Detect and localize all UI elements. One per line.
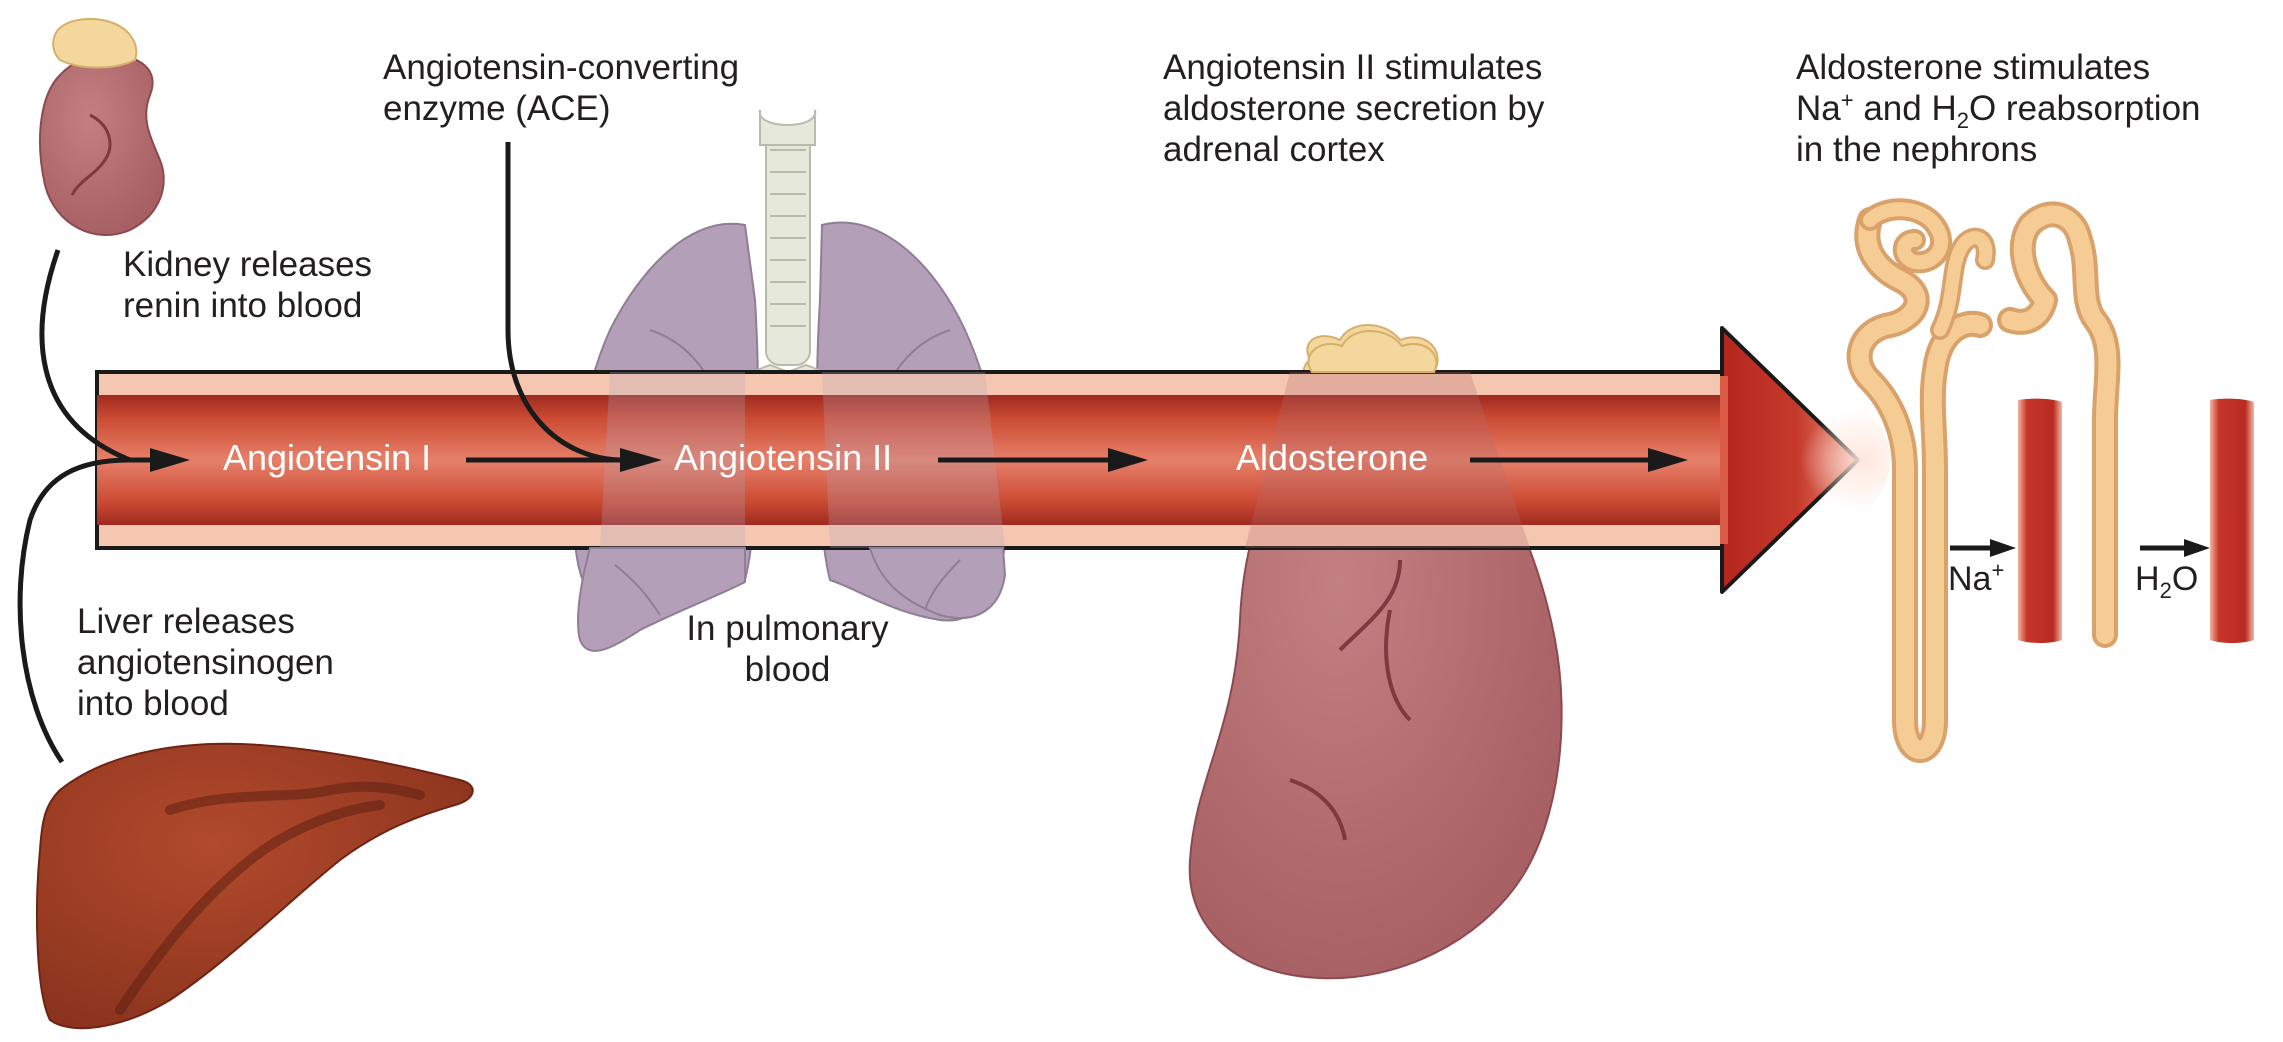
- label-line: Angiotensin-converting: [383, 48, 740, 87]
- na-ion-charge: +: [1991, 557, 2005, 583]
- h2o-arrowhead: [2184, 539, 2210, 557]
- small-kidney-icon: [39, 17, 165, 236]
- arrow-ang2-to-aldo-head: [1108, 448, 1148, 472]
- aldosterone-stimulates-label: Aldosterone stimulates Na+ and H2O reabs…: [1796, 47, 2201, 170]
- liver-releases-label: Liver releases angiotensinogen into bloo…: [77, 601, 334, 724]
- pulmonary-blood-label: In pulmonary blood: [650, 608, 925, 690]
- label-line: blood: [744, 650, 831, 689]
- na-symbol: Na: [1796, 89, 1841, 128]
- na-ion-symbol: Na: [1948, 560, 1992, 598]
- label-line: Aldosterone stimulates: [1796, 48, 2151, 87]
- ace-arrowhead: [620, 448, 662, 472]
- capillary-2-icon: [2210, 398, 2254, 643]
- h2o-h: H: [2135, 560, 2160, 598]
- angiotensin-ii-label: Angiotensin II: [674, 437, 893, 478]
- label-line: Angiotensin II stimulates: [1163, 48, 1543, 87]
- label-line: enzyme (ACE): [383, 89, 611, 128]
- label-line: Kidney releases: [123, 245, 373, 284]
- liver-icon: [36, 742, 474, 1030]
- adrenal-gland-icon: [1307, 330, 1438, 373]
- nephron-2-icon: [1997, 201, 2121, 648]
- aldosterone-label: Aldosterone: [1236, 437, 1429, 478]
- label-line: renin into blood: [123, 286, 363, 325]
- label-line: In pulmonary: [686, 609, 889, 648]
- label-line: Liver releases: [77, 602, 295, 641]
- nephron-1-icon: [1846, 198, 1996, 763]
- angiotensin-ii-stimulates-label: Angiotensin II stimulates aldosterone se…: [1163, 47, 1544, 170]
- capillary-1-icon: [2018, 398, 2062, 643]
- kidney-releases-label: Kidney releases renin into blood: [123, 244, 372, 326]
- h2o-label: H2O: [2135, 560, 2199, 601]
- h2o-o: O: [2171, 560, 2199, 598]
- na-ion-label: Na+: [1948, 557, 2005, 598]
- label-line: aldosterone secretion by: [1163, 89, 1545, 128]
- arrow-aldo-to-kidney-head: [1648, 448, 1688, 472]
- renin-arrowhead: [150, 448, 190, 472]
- two-subscript: 2: [1956, 108, 1969, 133]
- organ-overlays: [600, 372, 1530, 548]
- and-h-text: and H: [1853, 89, 1957, 128]
- label-line: into blood: [77, 684, 229, 723]
- renin-arrow: [39, 249, 172, 463]
- h2o-subscript: 2: [2159, 577, 2172, 603]
- label-line: angiotensinogen: [77, 643, 334, 682]
- na-arrowhead: [1990, 539, 2016, 557]
- plus-superscript: +: [1840, 87, 1854, 113]
- label-line: adrenal cortex: [1163, 130, 1385, 169]
- angiotensin-i-label: Angiotensin I: [223, 437, 432, 478]
- label-line: Na+ and H2O reabsorption: [1796, 87, 2201, 132]
- angiotensinogen-arrow: [17, 457, 131, 764]
- lungs-lower-icon: [577, 547, 1007, 652]
- label-line: in the nephrons: [1796, 130, 2038, 169]
- ace-label: Angiotensin-converting enzyme (ACE): [383, 47, 739, 129]
- o-reabsorption-text: O reabsorption: [1968, 89, 2201, 128]
